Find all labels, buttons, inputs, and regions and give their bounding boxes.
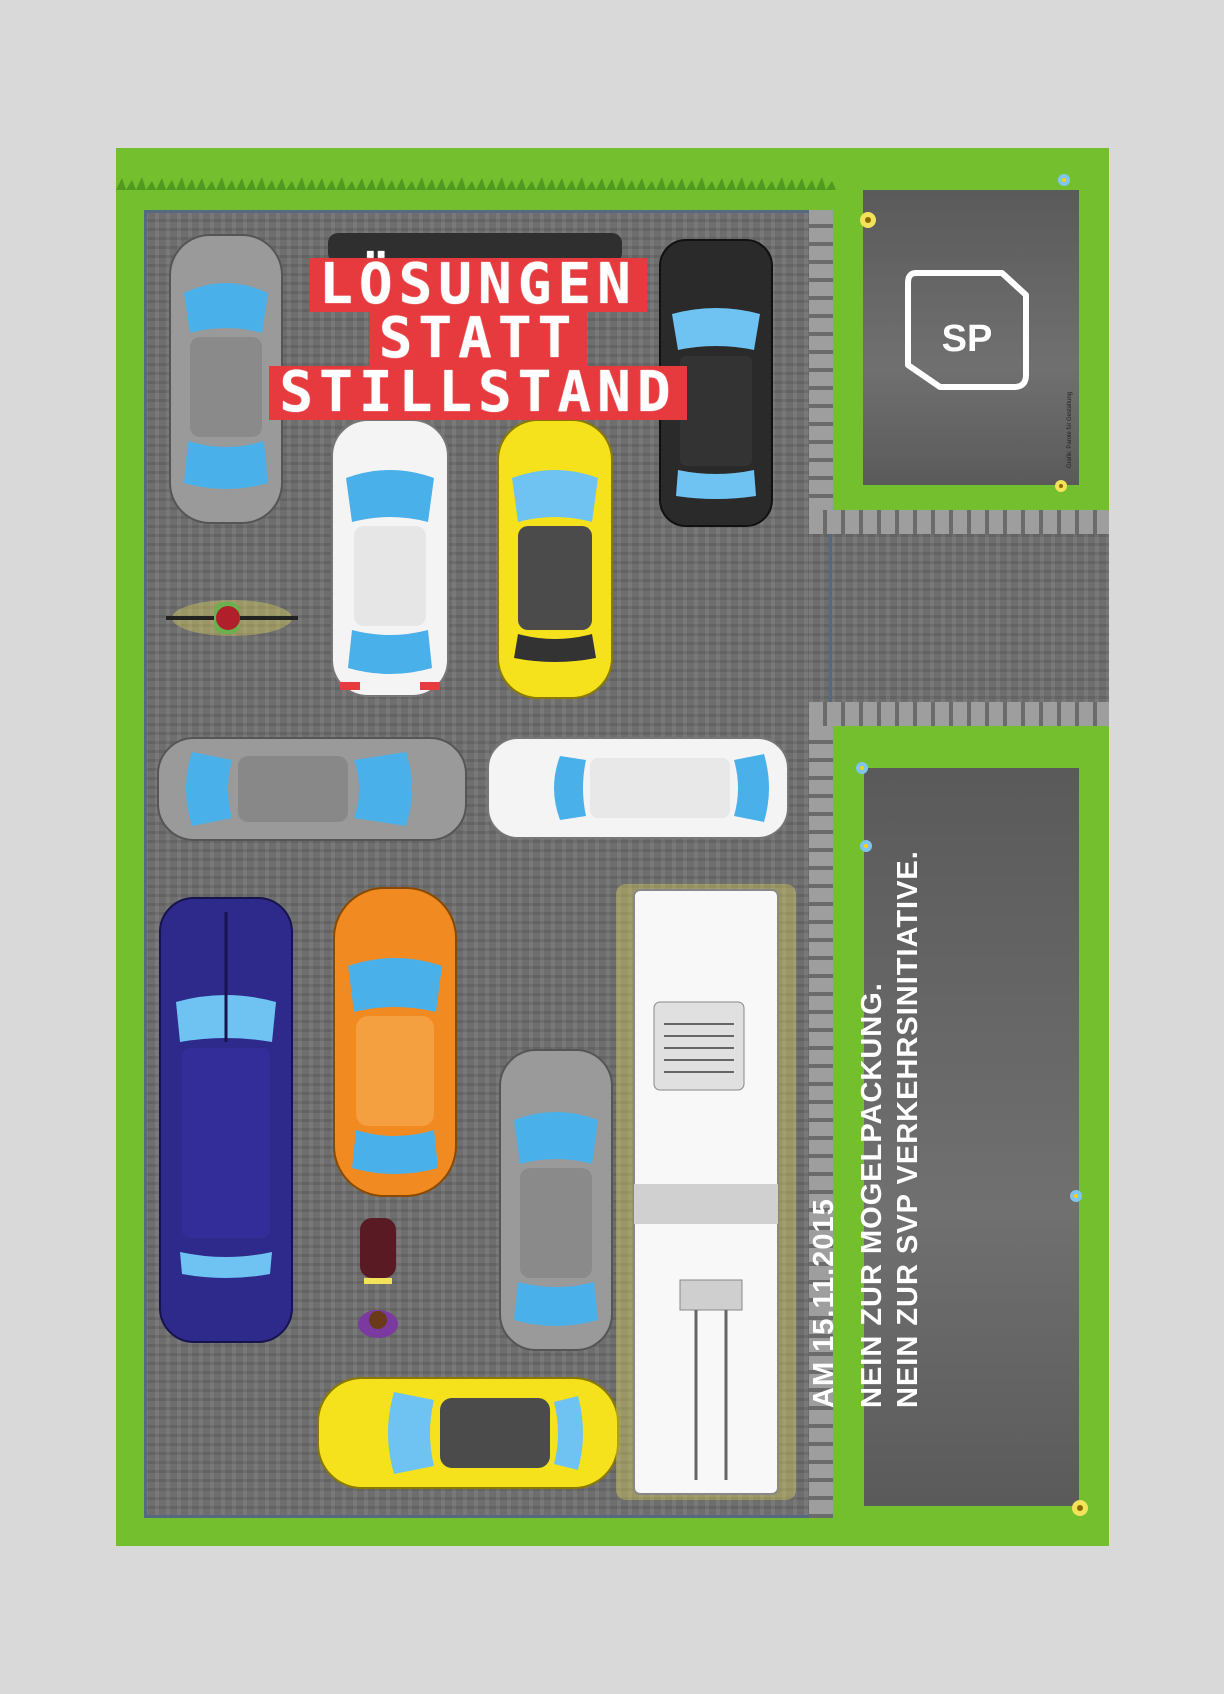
car-icon	[333, 887, 457, 1197]
bus-icon	[616, 884, 796, 1500]
flower-icon	[856, 762, 868, 774]
slogan-panel	[864, 768, 1079, 1506]
car-icon	[659, 239, 773, 527]
car-icon	[317, 1377, 619, 1489]
car-icon	[331, 419, 449, 697]
sp-logo-icon	[905, 270, 1029, 390]
headline: LÖSUNGEN STATT STILLSTAND	[158, 257, 798, 421]
bicycle-icon	[166, 600, 298, 636]
flower-icon	[1055, 480, 1067, 492]
flower-icon	[1070, 1190, 1082, 1202]
flower-icon	[1072, 1500, 1088, 1516]
car-icon	[157, 737, 467, 841]
car-icon	[497, 419, 613, 699]
slogan-block: AM 15.11.2015 NEIN ZUR MOGELPACKUNG. NEI…	[806, 708, 926, 1408]
flower-icon	[860, 212, 876, 228]
kerb	[809, 210, 833, 526]
headline-line-1: LÖSUNGEN	[309, 257, 647, 313]
poster: LÖSUNGEN STATT STILLSTAND SP Grafik: Par…	[116, 148, 1109, 1546]
car-icon	[169, 234, 283, 524]
date-line: AM 15.11.2015	[808, 1198, 840, 1408]
car-icon	[487, 737, 789, 839]
kerb	[809, 510, 1109, 534]
flower-icon	[860, 840, 872, 852]
slogan-line-2: NEIN ZUR SVP VERKEHRSINITIATIVE.	[892, 850, 924, 1408]
pedestrian-icon	[358, 1218, 398, 1338]
headline-line-3: STILLSTAND	[269, 365, 687, 421]
grass-fringe-icon	[116, 177, 836, 190]
kerb	[809, 702, 1109, 726]
sp-logo-text: SP	[941, 318, 993, 360]
kerb	[809, 726, 833, 1518]
flower-icon	[1058, 174, 1070, 186]
car-icon	[499, 1049, 613, 1351]
credit: Grafik: Parole für Gestaltung	[1067, 391, 1073, 468]
headline-line-2: STATT	[368, 311, 588, 367]
car-icon	[159, 897, 293, 1343]
logo-panel	[863, 190, 1079, 485]
road	[809, 526, 1109, 726]
slogan-line-1: NEIN ZUR MOGELPACKUNG.	[856, 982, 888, 1408]
car-icon	[328, 233, 622, 263]
